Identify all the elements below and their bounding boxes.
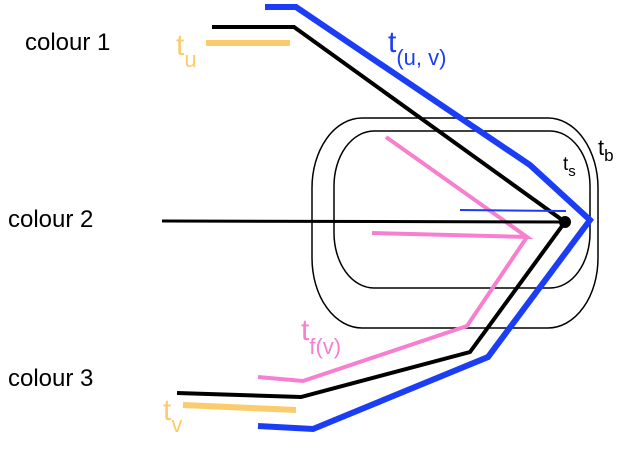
term-ts: ts xyxy=(563,154,576,180)
label-colour-2: colour 2 xyxy=(8,206,93,233)
inner-container xyxy=(333,130,591,289)
term-tu-sub: u xyxy=(184,47,196,72)
term-tu-main: t xyxy=(176,29,185,62)
term-tv-sub: v xyxy=(171,412,182,437)
term-tuv-sub: (u, v) xyxy=(396,45,446,70)
blue-short-line xyxy=(459,209,567,212)
term-tfv-sub: f(v) xyxy=(309,334,341,359)
label-colour-1: colour 1 xyxy=(25,29,110,56)
term-tb-main: t xyxy=(598,135,604,160)
label-colour-3: colour 3 xyxy=(8,365,93,392)
term-ts-main: t xyxy=(563,154,569,175)
black-path-top xyxy=(212,25,567,224)
pink-path-lower xyxy=(257,235,529,384)
term-tfv-main: t xyxy=(301,314,310,347)
term-tu: tu xyxy=(176,29,197,72)
black-path-middle xyxy=(161,219,566,224)
black-path-bottom xyxy=(176,220,567,400)
term-tfv: tf(v) xyxy=(301,314,341,359)
term-tv-main: t xyxy=(163,394,172,427)
junction-dot xyxy=(559,216,571,228)
yellow-line-bottom xyxy=(182,402,297,413)
term-tuv-main: t xyxy=(388,26,397,59)
term-tb-sub: b xyxy=(604,146,613,165)
term-tb: tb xyxy=(598,135,614,165)
blue-path xyxy=(257,3,595,433)
term-tv: tv xyxy=(163,394,182,437)
term-ts-sub: s xyxy=(568,163,576,180)
term-tuv: t(u, v) xyxy=(388,26,446,70)
